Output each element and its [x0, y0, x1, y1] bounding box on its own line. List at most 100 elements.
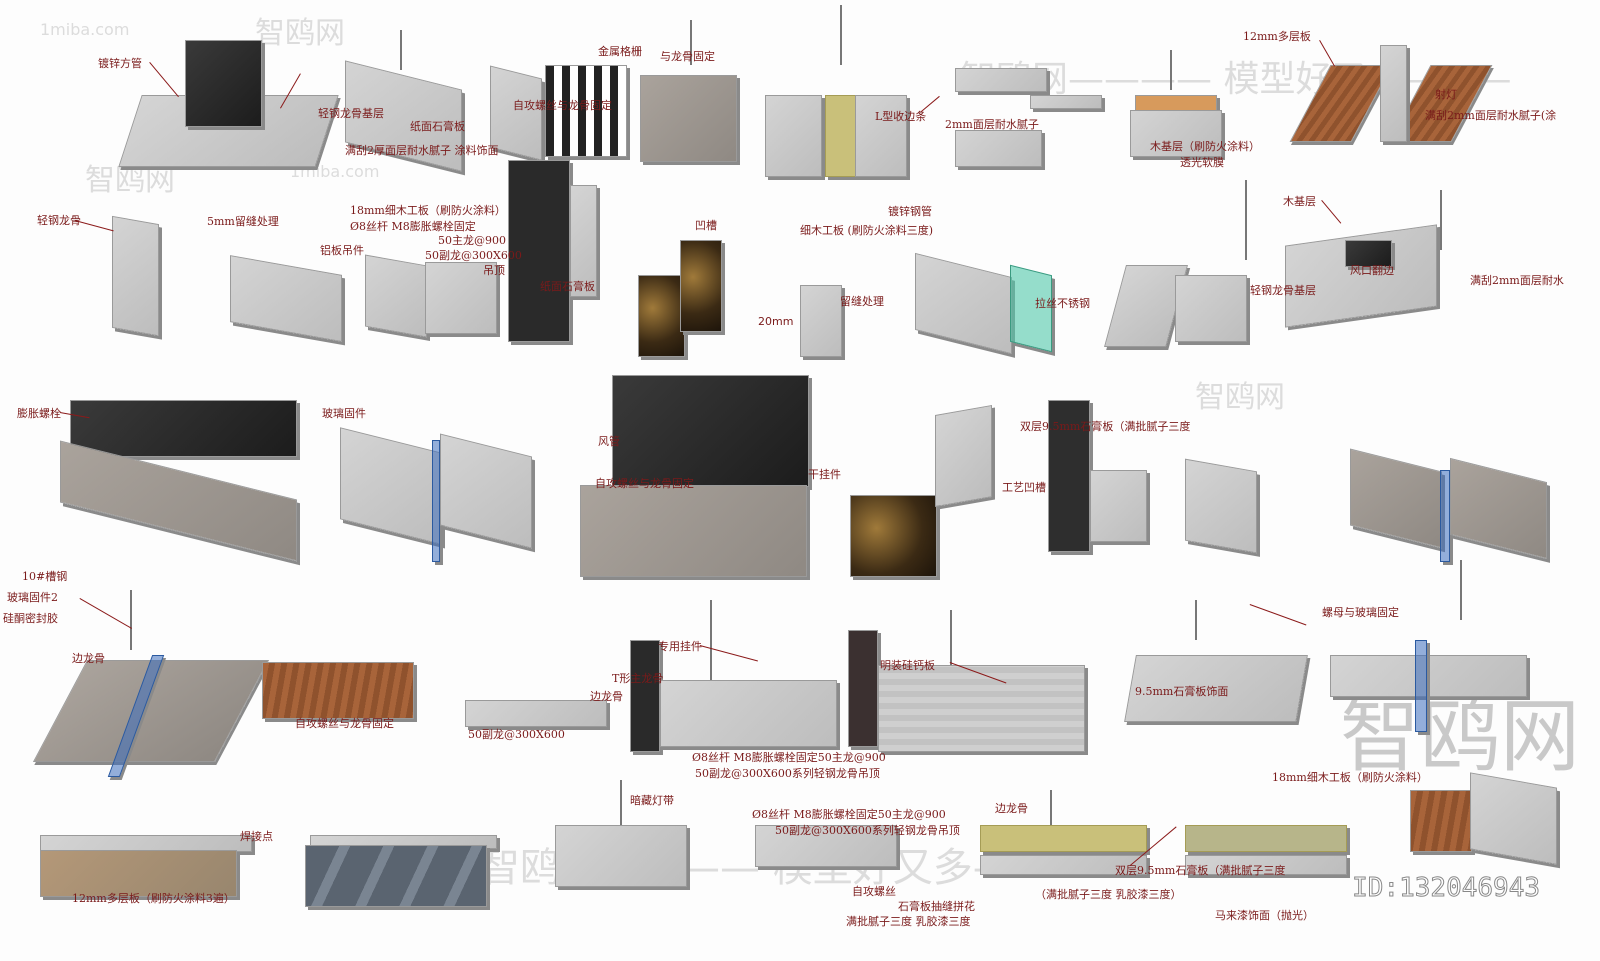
annotation-label: 与龙骨固定: [660, 50, 715, 63]
ceiling-panel: [855, 95, 907, 177]
annotation-label: 细木工板 (刷防火涂料三度): [800, 224, 934, 237]
annotation-label: 干挂件: [808, 468, 841, 481]
annotation-label: 满批腻子三度 乳胶漆三度: [846, 915, 971, 928]
ceiling-panel: [955, 68, 1047, 92]
annotation-label: 射灯: [1435, 88, 1457, 101]
annotation-label: 木基层: [1283, 195, 1316, 208]
annotation-label: 50副龙@300X600系列轻钢龙骨吊顶: [695, 767, 880, 780]
ceiling-panel: [755, 825, 897, 867]
ceiling-panel: [465, 700, 607, 727]
marble-panel: [850, 495, 937, 577]
wall-panel: [365, 254, 427, 338]
ceiling-panel: [660, 680, 837, 747]
annotation-label: 轻钢龙骨基层: [1250, 284, 1316, 297]
ceiling-panel: [340, 427, 442, 545]
annotation-label: 50副龙@300X600系列轻钢龙骨吊顶: [775, 824, 960, 837]
ceiling-panel: [555, 825, 687, 887]
air-vent: [1345, 240, 1392, 267]
annotation-label: 铝板吊件: [320, 244, 364, 257]
ceiling-panel: [425, 262, 497, 334]
annotation-label: 镀锌方管: [98, 57, 142, 70]
annotation-label: 石膏板抽缝拼花: [898, 900, 975, 913]
annotation-label: 玻璃固件: [322, 407, 366, 420]
model-id: ID:132046943: [1352, 873, 1541, 904]
annotation-label: 双层9.5mm石膏板（满批腻子三度: [1115, 864, 1286, 877]
annotation-label: 50主龙@900: [438, 234, 506, 247]
annotation-label: 自攻螺丝与龙骨固定: [513, 99, 612, 112]
insulation: [980, 825, 1147, 852]
annotation-label: 焊接点: [240, 830, 273, 843]
annotation-label: 20mm: [758, 315, 794, 328]
annotation-label: 边龙骨: [995, 802, 1028, 815]
annotation-label: 边龙骨: [590, 690, 623, 703]
wood-panel: [262, 662, 414, 719]
annotation-label: 暗藏灯带: [630, 794, 674, 807]
annotation-label: 12mm多层板: [1243, 30, 1311, 43]
annotation-label: 凹槽: [695, 219, 717, 232]
air-vent-duct: [185, 40, 262, 127]
stone-ceiling: [580, 485, 807, 577]
annotation-label: 明装硅钙板: [880, 659, 935, 672]
wall-panel: [915, 252, 1012, 355]
annotation-label: Ø8丝杆 M8膨胀螺栓固定50主龙@900: [752, 808, 946, 821]
annotation-label: Ø8丝杆 M8膨胀螺栓固定50主龙@900: [692, 751, 886, 764]
annotation-label: 留缝处理: [840, 295, 884, 308]
watermark-brand: 智鸥网: [1195, 380, 1285, 415]
light-membrane: [1030, 95, 1102, 109]
glass-partition: [1415, 640, 1427, 732]
wall-panel: [570, 185, 597, 297]
watermark-brand: 智鸥网: [85, 163, 175, 198]
annotation-label: 50副龙@300X600: [425, 249, 522, 262]
annotation-label: 螺母与玻璃固定: [1322, 606, 1399, 619]
wall-panel: [1470, 772, 1557, 865]
concrete-slab: [70, 400, 297, 457]
ceiling-panel: [440, 433, 532, 549]
annotation-label: 镀锌钢管: [888, 205, 932, 218]
wood-panel: [1410, 790, 1472, 852]
wall-panel: [935, 404, 992, 508]
wall-core: [848, 630, 878, 747]
watermark-site: 1miba.com: [40, 20, 130, 39]
annotation-label: 满刮2厚面层耐水腻子 涂料饰面: [345, 144, 499, 157]
annotation-label: Ø8丝杆 M8膨胀螺栓固定: [350, 220, 476, 233]
ceiling-panel: [1175, 275, 1247, 342]
metal-grille: [545, 65, 627, 157]
wall-panel: [1090, 470, 1147, 542]
annotation-label: 满刮2mm面层耐水腻子(涂: [1425, 109, 1557, 122]
annotation-label: 透光软膜: [1180, 156, 1224, 169]
glass-partition: [432, 440, 440, 562]
glass-partition: [1440, 470, 1450, 562]
ceiling-panel: [765, 95, 822, 177]
annotation-label: 风口翻边: [1350, 264, 1394, 277]
annotation-label: 5mm留缝处理: [207, 215, 279, 228]
annotation-label: 轻钢龙骨: [37, 214, 81, 227]
annotation-label: 工艺凹槽: [1002, 481, 1046, 494]
annotation-label: 边龙骨: [72, 652, 105, 665]
watermark-brand: 智鸥网: [255, 16, 345, 51]
annotation-label: 风管: [598, 435, 620, 448]
annotation-label: 双层9.5mm石膏板（满批腻子三度: [1020, 420, 1191, 433]
wall-core: [630, 640, 660, 752]
annotation-label: 自攻螺丝与龙骨固定: [595, 477, 694, 490]
annotation-label: 自攻螺丝与龙骨固定: [295, 717, 394, 730]
ceiling-panel: [1185, 458, 1257, 554]
annotation-label: 专用挂件: [658, 640, 702, 653]
annotation-label: 吊顶: [483, 264, 505, 277]
annotation-label: 满刮2mm面层耐水: [1470, 274, 1564, 287]
annotation-label: T形主龙骨: [612, 672, 664, 685]
wall-panel: [230, 255, 342, 342]
stone-panel: [640, 75, 737, 162]
annotation-label: （满批腻子三度 乳胶漆三度）: [1035, 888, 1182, 901]
annotation-label: 自攻螺丝: [852, 885, 896, 898]
gypsum-wall: [508, 160, 570, 342]
marble-panel: [638, 275, 685, 357]
annotation-label: 玻璃固件2: [7, 591, 58, 604]
watermark-brand-large: 智鸥网: [1340, 690, 1580, 783]
annotation-label: 2mm面层耐水腻子: [945, 118, 1039, 131]
annotation-label: 马来漆饰面（抛光）: [1215, 909, 1314, 922]
annotation-label: L型收边条: [875, 110, 927, 123]
light-slot: [1380, 45, 1407, 142]
ceiling-panel: [980, 855, 1147, 875]
annotation-label: 拉丝不锈钢: [1035, 297, 1090, 310]
annotation-label: 10#槽钢: [22, 570, 68, 583]
